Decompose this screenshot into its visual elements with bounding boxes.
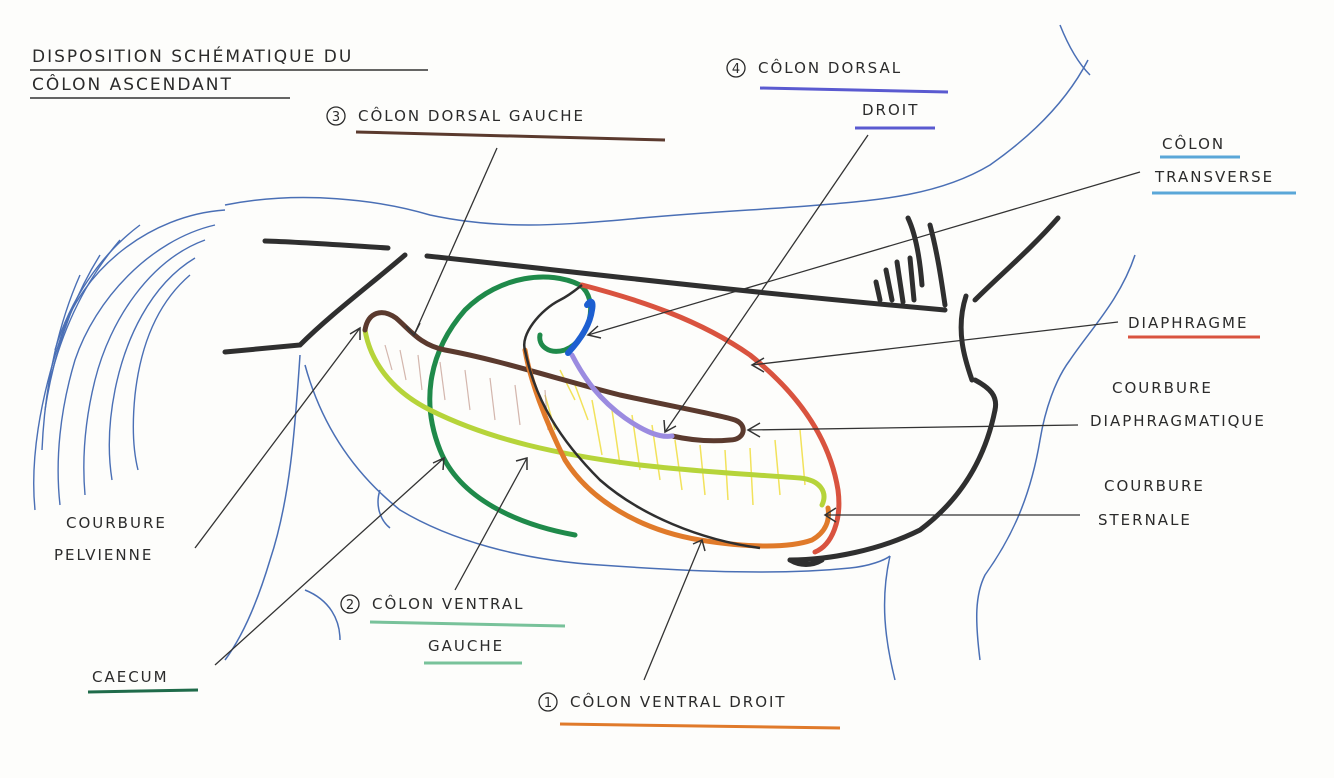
svg-text:GAUCHE: GAUCHE — [428, 637, 504, 655]
label-colon-transverse: CÔLON TRANSVERSE — [1152, 134, 1296, 193]
svg-text:STERNALE: STERNALE — [1098, 511, 1192, 529]
caecum-organ — [430, 277, 591, 535]
rib-marks — [876, 258, 914, 302]
svg-text:3: 3 — [332, 110, 340, 125]
title-line-1: DISPOSITION SCHÉMATIQUE DU — [32, 45, 353, 67]
title-line-2: CÔLON ASCENDANT — [32, 73, 233, 95]
label-caecum: CAECUM — [88, 668, 198, 692]
label-colon-dorsal-gauche: 3 CÔLON DORSAL GAUCHE — [327, 106, 665, 140]
label-diaphragme: DIAPHRAGME — [1128, 314, 1260, 337]
label-courbure-diaphragmatique: COURBURE DIAPHRAGMATIQUE — [1090, 379, 1266, 430]
tail-hair — [34, 210, 225, 510]
mesentery-hatching-brown — [385, 345, 548, 430]
svg-text:4: 4 — [732, 62, 740, 77]
svg-text:DIAPHRAGMATIQUE: DIAPHRAGMATIQUE — [1090, 412, 1266, 430]
svg-text:PELVIENNE: PELVIENNE — [54, 546, 153, 564]
svg-text:CÔLON VENTRAL: CÔLON VENTRAL — [372, 594, 524, 613]
leader-arrowheads — [350, 323, 836, 551]
svg-text:COURBURE: COURBURE — [1104, 477, 1205, 495]
label-colon-ventral-gauche: 2 CÔLON VENTRAL GAUCHE — [341, 594, 565, 663]
body-wall — [225, 218, 1058, 565]
label-colon-ventral-droit: 1 CÔLON VENTRAL DROIT — [539, 692, 840, 728]
svg-text:CÔLON VENTRAL DROIT: CÔLON VENTRAL DROIT — [570, 692, 787, 711]
svg-text:TRANSVERSE: TRANSVERSE — [1154, 168, 1274, 186]
svg-text:COURBURE: COURBURE — [66, 514, 167, 532]
svg-text:1: 1 — [544, 696, 552, 711]
svg-text:COURBURE: COURBURE — [1112, 379, 1213, 397]
svg-text:2: 2 — [346, 598, 354, 613]
svg-text:CÔLON: CÔLON — [1162, 134, 1225, 153]
svg-text:DROIT: DROIT — [862, 101, 919, 119]
label-courbure-pelvienne: COURBURE PELVIENNE — [54, 514, 167, 564]
label-colon-dorsal-droit: 4 CÔLON DORSAL DROIT — [727, 58, 948, 128]
diagram-title: DISPOSITION SCHÉMATIQUE DU CÔLON ASCENDA… — [30, 45, 428, 98]
label-courbure-sternale: COURBURE STERNALE — [1098, 477, 1205, 529]
svg-text:DIAPHRAGME: DIAPHRAGME — [1128, 314, 1248, 332]
svg-text:CÔLON DORSAL: CÔLON DORSAL — [758, 58, 902, 77]
svg-text:CAECUM: CAECUM — [92, 668, 169, 686]
svg-text:CÔLON DORSAL GAUCHE: CÔLON DORSAL GAUCHE — [358, 106, 585, 125]
